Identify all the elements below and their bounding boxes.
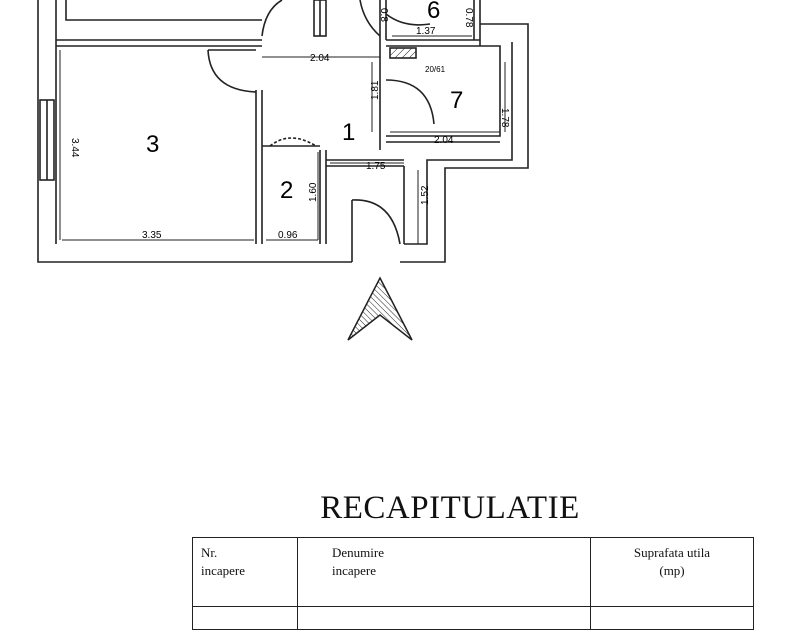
top-wall-mid (379, 0, 387, 150)
room-number-2: 2 (280, 177, 293, 204)
inner-wall-south-east (404, 42, 513, 245)
header-usable-area-line1: Suprafata utila (633, 545, 711, 560)
summary-table: Nr. incapere Denumire incapere Suprafata… (192, 537, 754, 630)
top-wall-left (65, 0, 262, 21)
dim-0-8: 0.8 (378, 8, 389, 22)
door-top-right (359, 0, 381, 37)
room-number-1: 1 (342, 119, 355, 146)
dim-3-44: 3.44 (69, 138, 80, 158)
header-usable-area: Suprafata utila (mp) (590, 537, 754, 607)
room-3-wall-north (56, 39, 262, 47)
room-number-3: 3 (146, 131, 159, 158)
room-number-7: 7 (450, 87, 463, 114)
dim-1-52: 1.52 (420, 185, 431, 205)
dim-1-75: 1.75 (366, 161, 386, 172)
header-room-number-line2: incapere (201, 563, 246, 578)
table-cell (590, 606, 754, 630)
header-room-number: Nr. incapere (192, 537, 298, 607)
room-3-wall-east (255, 90, 263, 244)
header-room-name-line1: Denumire (332, 545, 384, 560)
summary-title: RECAPITULATIE (320, 490, 580, 526)
table-cell (192, 606, 298, 630)
summary-header-row: Nr. incapere Denumire incapere Suprafata… (192, 537, 754, 607)
entrance-door (351, 199, 401, 245)
table-cell (297, 606, 591, 630)
dim-2-04-top: 2.04 (310, 53, 330, 64)
dim-1-78: 1.78 (499, 108, 510, 128)
dim-1-37: 1.37 (416, 26, 436, 37)
dim-1-60: 1.60 (308, 182, 319, 202)
corridor-wall (326, 159, 405, 244)
dim-0-96: 0.96 (278, 230, 298, 241)
door-top (261, 0, 283, 37)
door-room6 (385, 13, 431, 26)
header-room-name-line2: incapere (332, 563, 377, 578)
table-row (192, 606, 754, 630)
room-number-6: 6 (427, 0, 440, 24)
dim-1-81: 1.81 (370, 80, 381, 100)
dim-0-78: 0.78 (463, 8, 474, 28)
header-usable-area-line2: (mp) (659, 563, 685, 578)
outer-wall-west (37, 0, 352, 263)
shaft-note: 20/61 (425, 65, 446, 74)
dim-3-35: 3.35 (142, 230, 162, 241)
north-arrow-icon (347, 276, 413, 341)
closet-door (269, 137, 317, 147)
door-room7 (385, 79, 435, 125)
outer-wall-south-east (400, 23, 529, 263)
dim-2-04-room7: 2.04 (434, 135, 454, 146)
room-7-walls (386, 45, 501, 143)
room-6-walls (386, 0, 481, 46)
door-room3 (207, 49, 257, 93)
floor-plan: 3 1 2 7 6 2.04 1.81 1.78 2.04 1.75 1.52 … (37, 0, 529, 341)
header-room-number-line1: Nr. (201, 545, 218, 560)
ventilation-shaft (389, 47, 417, 59)
header-room-name: Denumire incapere (297, 537, 591, 607)
